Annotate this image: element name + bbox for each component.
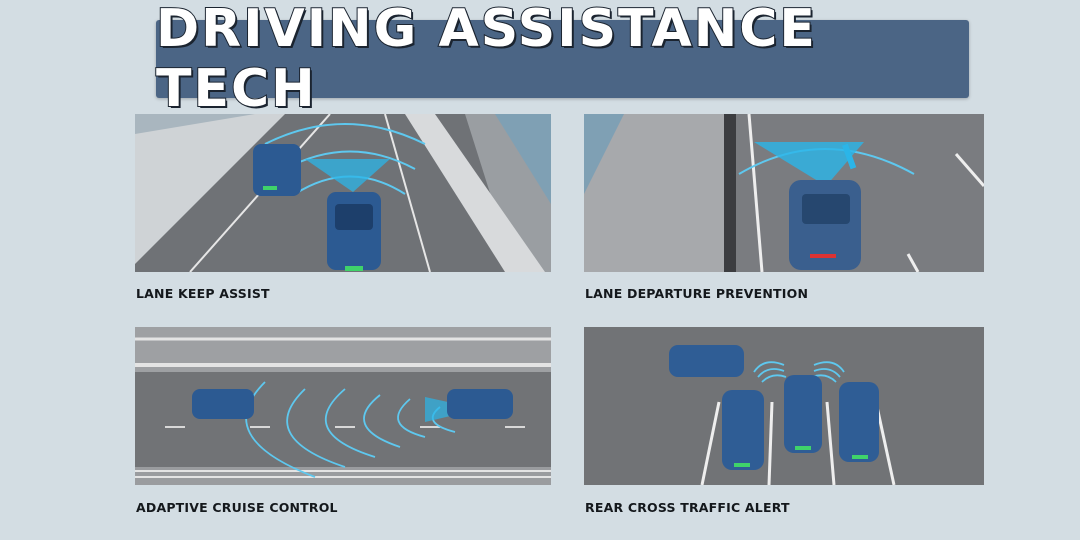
feature-label: LANE KEEP ASSIST xyxy=(136,286,270,301)
lane-keep-assist-illustration xyxy=(135,114,551,272)
rear-cross-traffic-alert-illustration xyxy=(584,327,984,485)
title-banner: DRIVING ASSISTANCE TECH xyxy=(155,0,969,120)
adaptive-cruise-control-illustration xyxy=(135,327,551,485)
page-title: DRIVING ASSISTANCE TECH xyxy=(155,0,817,120)
feature-label: REAR CROSS TRAFFIC ALERT xyxy=(585,500,790,515)
feature-label: ADAPTIVE CRUISE CONTROL xyxy=(136,500,338,515)
lane-departure-prevention-illustration xyxy=(584,114,984,272)
feature-label: LANE DEPARTURE PREVENTION xyxy=(585,286,809,301)
